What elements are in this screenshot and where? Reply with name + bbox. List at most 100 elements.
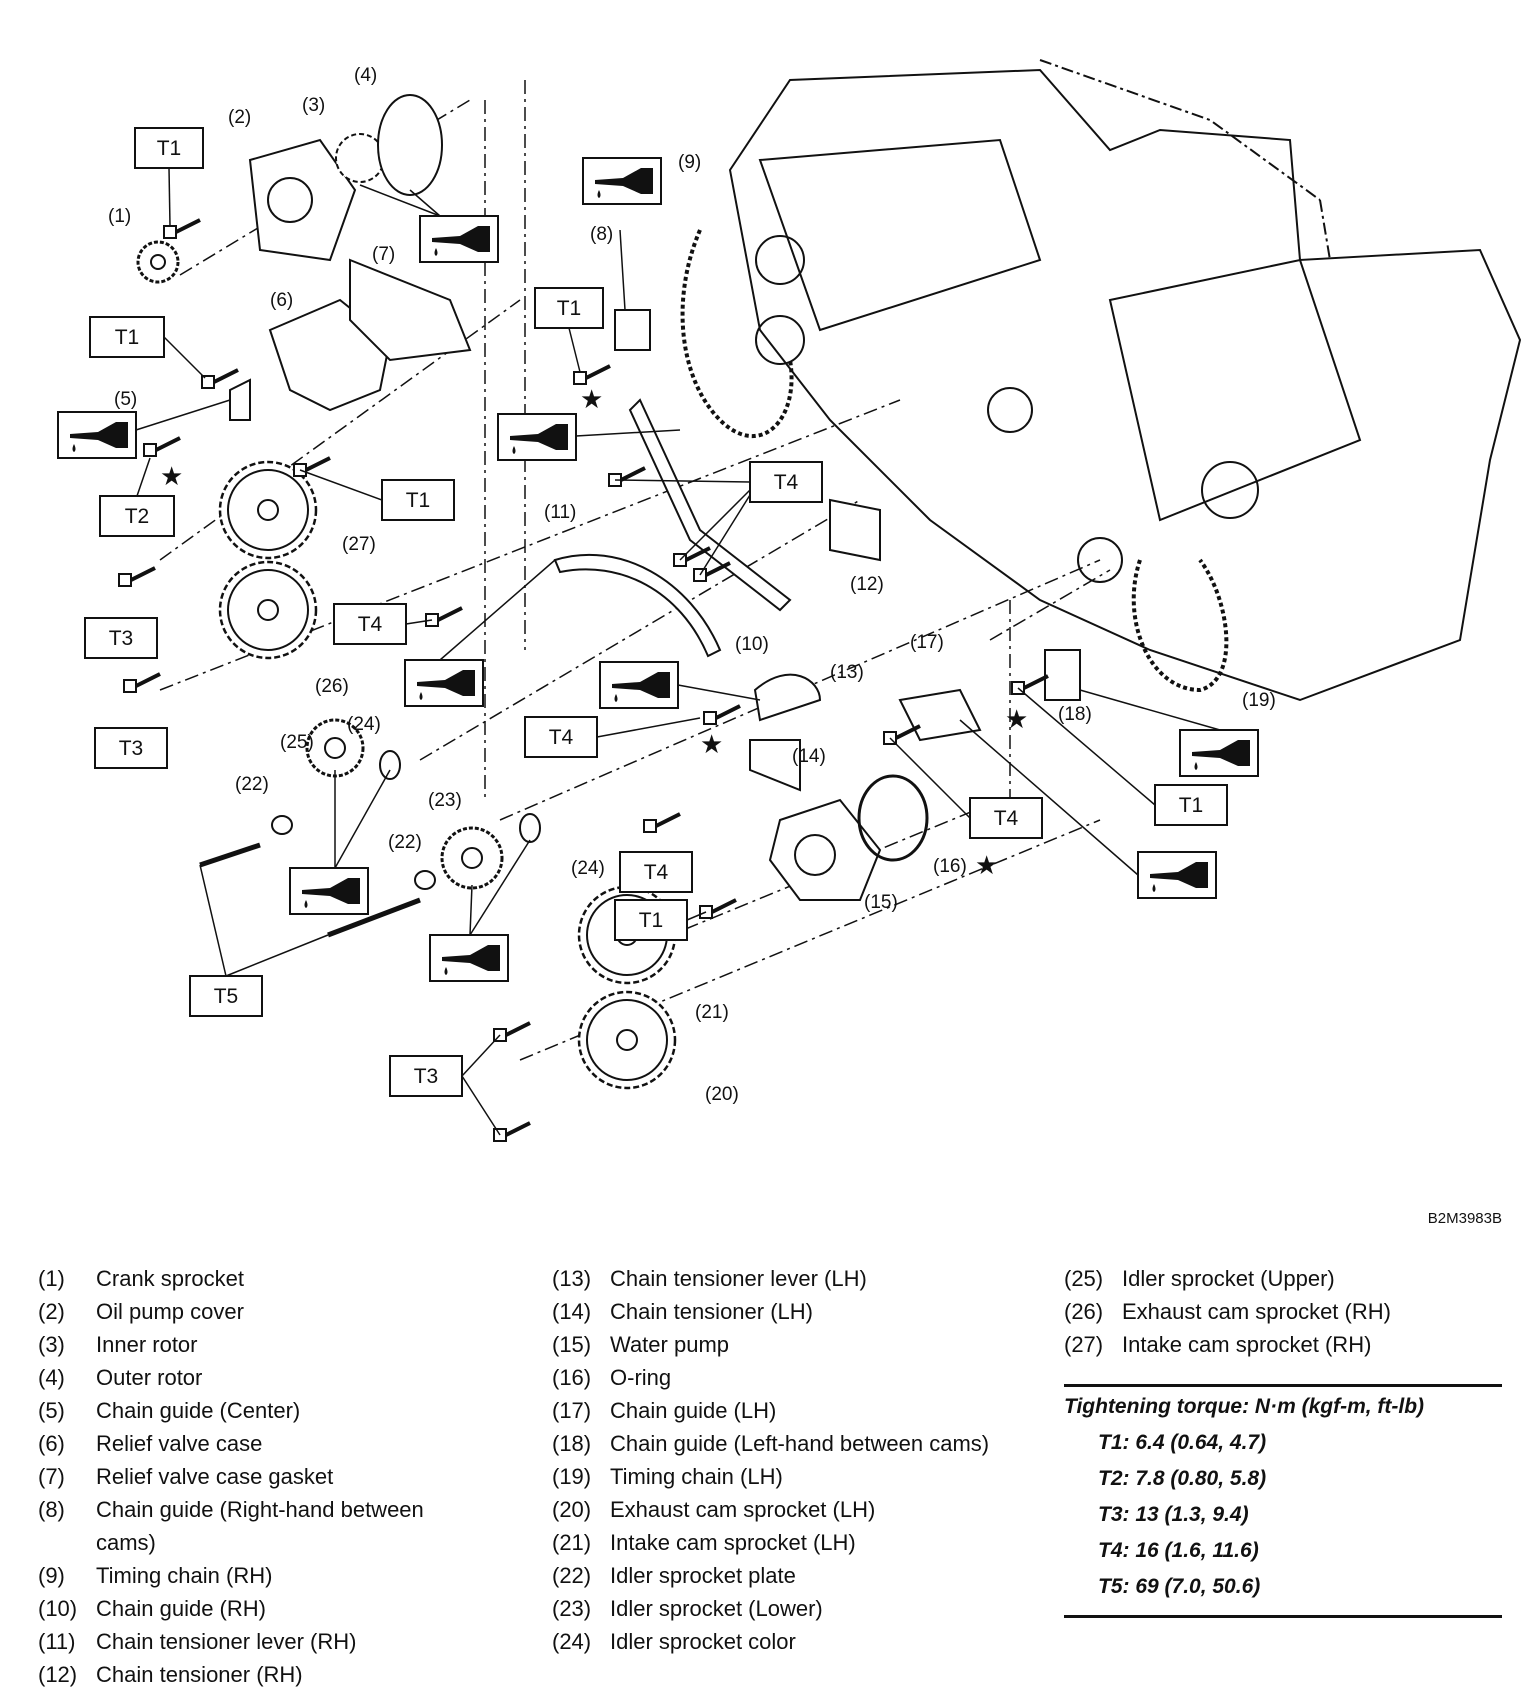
legend-item: (2)Oil pump cover — [38, 1295, 476, 1328]
callout-5: (5) — [114, 389, 137, 410]
torque-t3: T3: 13 (1.3, 9.4) — [1098, 1503, 1249, 1526]
legend-item-number: (15) — [552, 1332, 592, 1357]
timing-chain-rh — [680, 229, 794, 439]
legend-item: (25)Idler sprocket (Upper) — [1064, 1262, 1502, 1295]
legend-item-number: (27) — [1064, 1332, 1104, 1357]
legend-item-number: (19) — [552, 1464, 592, 1489]
legend-item-label: Exhaust cam sprocket (LH) — [610, 1497, 876, 1522]
callout-12: (12) — [850, 574, 884, 595]
svg-text:★: ★ — [580, 384, 603, 414]
torque-t2: T2: 7.8 (0.80, 5.8) — [1098, 1467, 1267, 1490]
legend-item: (19)Timing chain (LH) — [552, 1460, 990, 1493]
legend-item: (9)Timing chain (RH) — [38, 1559, 476, 1592]
engine-block — [728, 59, 1522, 702]
callout-9: (9) — [678, 152, 701, 173]
legend-item-number: (5) — [38, 1398, 65, 1423]
legend-item: (24)Idler sprocket color — [552, 1625, 990, 1658]
callout-20: (20) — [705, 1084, 739, 1105]
callout-4: (4) — [354, 65, 377, 86]
legend-item-number: (10) — [38, 1596, 78, 1621]
callout-15: (15) — [864, 892, 898, 913]
legend-item-number: (26) — [1064, 1299, 1104, 1324]
oil-can-icon — [429, 934, 509, 982]
callout-22: (22) — [235, 774, 269, 795]
torque-tag-t1: T1 — [557, 297, 582, 320]
legend-item-label: Outer rotor — [96, 1365, 203, 1390]
legend-item: (12) Chain tensioner (RH) — [38, 1658, 476, 1691]
torque-tag-t4: T4 — [549, 726, 574, 749]
legend-item: (10) Chain guide (RH) — [38, 1592, 476, 1625]
o-ring — [857, 774, 929, 862]
exhaust-cam-sprocket-lh-gear — [577, 990, 677, 1090]
star-symbols: ★ ★ ★ ★ ★ — [160, 384, 1028, 880]
legend-item-number: (3) — [38, 1332, 65, 1357]
legend-item-number: (20) — [552, 1497, 592, 1522]
torque-tag-t1: T1 — [115, 326, 140, 349]
legend-item-number: (2) — [38, 1299, 65, 1324]
relief-valve-case — [268, 258, 472, 412]
callout-8: (8) — [590, 224, 613, 245]
exploded-parts-diagram: ★ ★ ★ ★ ★ T1 T1 T1 T1 T1 T1 T2 T3 T3 T3 … — [57, 59, 1522, 1143]
legend-item-label: Chain tensioner (RH) — [96, 1662, 303, 1687]
torque-t4: T4: 16 (1.6, 11.6) — [1098, 1539, 1259, 1562]
legend-item-label: Chain tensioner (LH) — [610, 1299, 813, 1324]
legend-item-label: Relief valve case gasket — [96, 1464, 334, 1489]
legend-item-label: Idler sprocket (Lower) — [610, 1596, 823, 1621]
idler-sprocket-plates-and-collars — [271, 750, 541, 890]
legend-item-label: O-ring — [610, 1365, 672, 1390]
svg-text:★: ★ — [975, 850, 998, 880]
legend-item-number: (21) — [552, 1530, 592, 1555]
legend-item: (17) Chain guide (LH) — [552, 1394, 990, 1427]
legend-item: (11) Chain tensioner lever (RH) — [38, 1625, 476, 1658]
callout-2: (2) — [228, 107, 251, 128]
legend-item: (27)Intake cam sprocket (RH) — [1064, 1328, 1502, 1361]
legend-item: (14) Chain tensioner (LH) — [552, 1295, 990, 1328]
svg-text:★: ★ — [1005, 704, 1028, 734]
legend-item-number: (14) — [552, 1299, 592, 1324]
oil-can-icon — [599, 661, 679, 709]
legend-item-label: Chain tensioner lever (LH) — [610, 1266, 867, 1291]
legend-item: (18)Chain guide (Left-hand between cams) — [552, 1427, 990, 1460]
oil-can-icon — [497, 413, 577, 461]
callout-26: (26) — [315, 676, 349, 697]
legend-item: (22)Idler sprocket plate — [552, 1559, 990, 1592]
legend-item: (21)Intake cam sprocket (LH) — [552, 1526, 990, 1559]
leader-lines — [135, 167, 1221, 1136]
legend-item: (6)Relief valve case — [38, 1427, 476, 1460]
legend-item: (3) Inner rotor — [38, 1328, 476, 1361]
legend-item-number: (18) — [552, 1431, 592, 1456]
callout-16: (16) — [933, 856, 967, 877]
legend-item: (7)Relief valve case gasket — [38, 1460, 476, 1493]
torque-spec-table: Tightening torque: N·m (kgf-m, ft-lb) T1… — [1064, 1384, 1502, 1618]
crank-sprocket-gear — [136, 240, 180, 284]
legend-item-number: (11) — [38, 1629, 76, 1654]
oil-can-icon — [404, 659, 484, 707]
callout-10: (10) — [735, 634, 769, 655]
torque-tag-t4: T4 — [358, 613, 383, 636]
legend-item-number: (12) — [38, 1662, 78, 1687]
legend-item-label: Exhaust cam sprocket (RH) — [1122, 1299, 1391, 1324]
callout-21: (21) — [695, 1002, 729, 1023]
oil-can-icon — [419, 215, 499, 263]
idler-sprocket-lower-gear — [440, 826, 504, 890]
legend-item-label: Inner rotor — [96, 1332, 198, 1357]
legend-item-label: Chain tensioner lever (RH) — [96, 1629, 357, 1654]
torque-tag-t3: T3 — [119, 737, 144, 760]
torque-tags: T1 T1 T1 T1 T1 T1 T2 T3 T3 T3 T4 T4 T4 T… — [84, 127, 1228, 1097]
callout-18: (18) — [1058, 704, 1092, 725]
legend-item-label: Chain guide (LH) — [610, 1398, 777, 1423]
legend-item: (26) Exhaust cam sprocket (RH) — [1064, 1295, 1502, 1328]
bolts — [117, 218, 1050, 1143]
svg-text:★: ★ — [160, 461, 183, 491]
legend-item-number: (17) — [552, 1398, 592, 1423]
legend-item-number: (4) — [38, 1365, 65, 1390]
callout-6: (6) — [270, 290, 293, 311]
legend-column-2: (13)Chain tensioner lever (LH)(14)Chain … — [552, 1262, 990, 1658]
legend-item-label: Chain guide (RH) — [96, 1596, 266, 1621]
torque-tag-t3: T3 — [414, 1065, 439, 1088]
torque-t1: T1: 6.4 (0.64, 4.7) — [1098, 1431, 1267, 1454]
torque-tag-t3: T3 — [109, 627, 134, 650]
legend-item-number: (23) — [552, 1596, 592, 1621]
oil-can-icon — [1137, 851, 1217, 899]
exhaust-cam-sprocket-rh-gear — [218, 560, 318, 660]
